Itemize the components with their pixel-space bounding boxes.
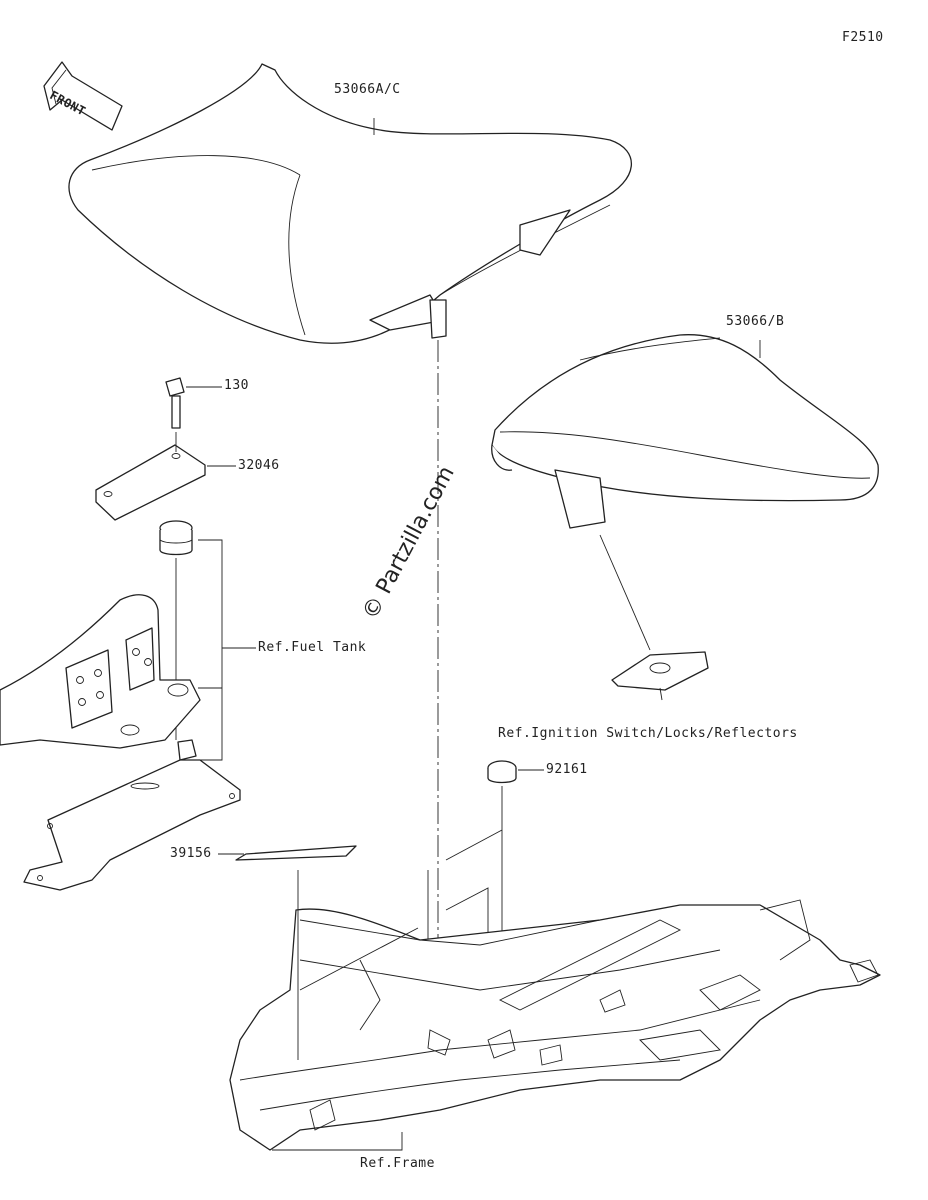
callout-front-seat: 53066A/C xyxy=(334,82,401,97)
seat-mount-bracket-drawing xyxy=(23,739,241,891)
callout-cap: 92161 xyxy=(546,762,588,777)
ignition-bracket-drawing xyxy=(611,651,709,701)
frame-drawing xyxy=(229,899,881,1151)
callout-bracket: 32046 xyxy=(238,458,280,473)
rear-seat-drawing xyxy=(491,334,879,529)
front-arrow-icon xyxy=(43,61,123,131)
fuel-tank-mount-drawing xyxy=(0,594,201,749)
callout-fuel-tank-ref: Ref.Fuel Tank xyxy=(258,640,367,655)
front-seat-drawing xyxy=(68,63,633,344)
cap-drawing xyxy=(487,760,517,784)
callout-rear-seat: 53066/B xyxy=(726,314,785,329)
callout-frame-ref: Ref.Frame xyxy=(360,1156,435,1171)
callout-bolt: 130 xyxy=(224,378,249,393)
diagram-code: F2510 xyxy=(842,30,884,45)
pad-drawing xyxy=(235,845,357,861)
bracket-drawing xyxy=(95,432,206,521)
grommet-drawing xyxy=(159,520,193,556)
bolt-drawing xyxy=(165,377,185,429)
callout-ignition-ref: Ref.Ignition Switch/Locks/Reflectors xyxy=(498,726,798,741)
callout-pad: 39156 xyxy=(170,846,212,861)
